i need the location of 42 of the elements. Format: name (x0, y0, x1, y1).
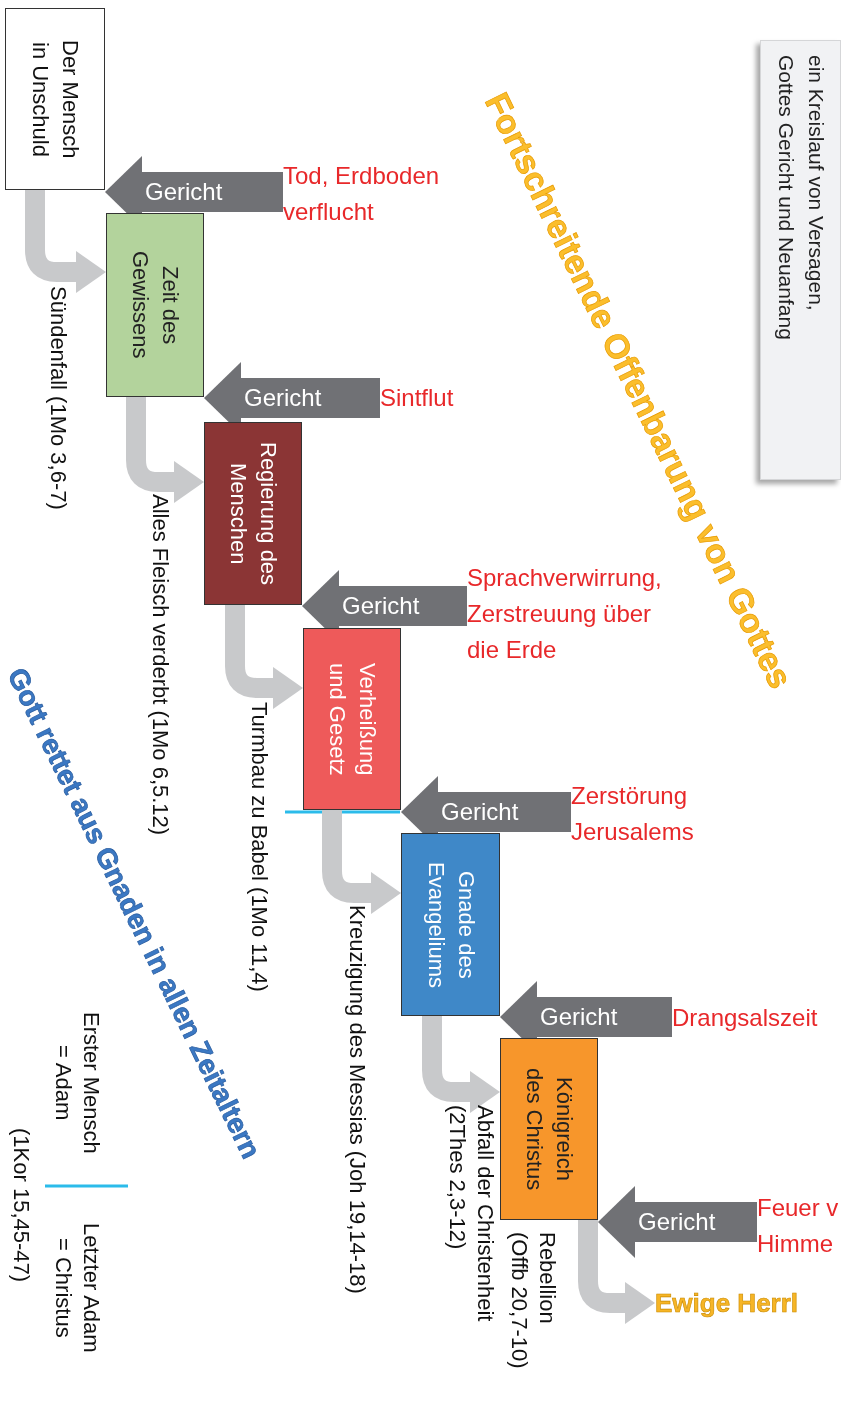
stage-label: Regierung des Menschen (225, 440, 282, 588)
consequence-text: Feuer v Himme (757, 1190, 841, 1262)
arrow-label: Gericht (441, 797, 519, 827)
stage-box (303, 628, 401, 810)
flow-arrow (322, 810, 401, 914)
edge-label: Sündenfall (1Mo 3,6-7) (45, 286, 72, 512)
arrow-label: Gericht (145, 177, 223, 207)
edge-label: Kreuzigung des Messias (Joh 19,14-18) (344, 905, 371, 1296)
flow-arrow (25, 190, 106, 293)
stage-label: Königreich des Christus (521, 1066, 578, 1193)
stage-label: Der Mensch in Unschuld (27, 38, 84, 161)
note-card (760, 40, 841, 480)
edge-label: Abfall der Christenheit (2Thes 2,3-12) (444, 1105, 499, 1324)
goal-text: Ewige Herrl (655, 1286, 799, 1320)
stage-box (106, 213, 204, 397)
stage-box (5, 8, 105, 190)
reference-text: (1Kor 15,45-47) (8, 1126, 35, 1285)
consequence-text: Sprachverwirrung, Zerstreuung über die Erde (467, 560, 672, 668)
arrow-label: Gericht (342, 591, 420, 621)
stage-label: Gnade des Evangeliums (422, 860, 480, 990)
arrow-label: Gericht (638, 1207, 716, 1237)
stage-box (401, 833, 500, 1016)
arrow-label: Gericht (244, 383, 322, 413)
stage-box (500, 1038, 598, 1220)
judgment-arrow (598, 1186, 757, 1258)
stage-box (204, 422, 302, 605)
arrow-label: Gericht (540, 1002, 618, 1032)
consequence-text: Tod, Erdboden verflucht (283, 158, 483, 230)
comparison-text: Erster Mensch = Adam (50, 1010, 105, 1156)
flow-arrow (126, 397, 204, 503)
edge-label: Alles Fleisch verderbt (1Mo 6,5.12) (147, 494, 174, 838)
comparison-text: Letzter Adam = Christus (50, 1221, 105, 1355)
consequence-text: Zerstörung Jerusalems (571, 778, 721, 850)
flow-arrow (578, 1220, 655, 1324)
consequence-text: Drangsalszeit (672, 1000, 840, 1036)
stage-label: Verheißung und Gesetz (324, 661, 381, 778)
flow-arrow (225, 605, 303, 709)
stage-label: Zeit des Gewissens (127, 250, 184, 361)
edge-label: Turmbau zu Babel (1Mo 11,4) (246, 702, 273, 994)
note-text: ein Kreislauf von Versagen, Gottes Gericht und Neuanfang (773, 55, 829, 342)
consequence-text: Sintflut (380, 380, 480, 416)
edge-label: Rebellion (Offb 20,7-10) (506, 1232, 561, 1371)
